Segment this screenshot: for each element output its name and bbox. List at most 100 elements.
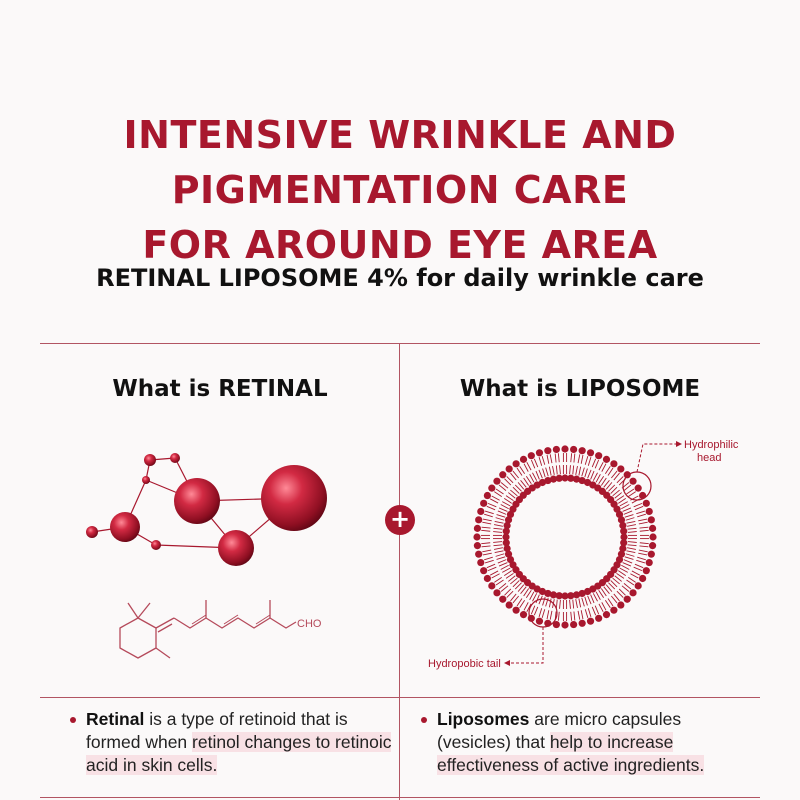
lipid-tail [633,502,643,508]
lipid-head [634,582,642,590]
lipid-tail [514,484,522,492]
lipid-tail [503,570,512,577]
lipid-tail [605,584,613,592]
atom-spheres [86,453,327,566]
lipid-tail [600,477,607,486]
lipid-heads [473,445,657,629]
lipid-head [473,524,482,532]
lipid-head [648,542,657,550]
lipid-tail [516,598,523,607]
lipid-tail [634,563,644,569]
lipid-tail [494,491,503,498]
lipid-tail [616,572,625,579]
lipid-tail [484,513,493,518]
atom-1 [86,526,98,538]
lipid-tail [503,497,512,504]
lipid-head [555,474,563,482]
atom-9 [261,465,327,531]
lipid-tail [577,610,581,620]
lipid-tail [526,603,532,613]
lipid-tail [592,593,598,602]
lipid-tail [502,567,511,573]
lipid-tail [508,492,516,499]
lipid-head [493,477,501,485]
lipid-tail [500,482,509,489]
lipid-tail [495,579,504,586]
lipid-head [645,558,653,567]
lipid-tail [504,478,512,486]
lipid-tail [514,582,522,590]
lipid-tail [626,550,636,554]
lipid-tail [486,563,496,569]
lipid-tail [578,598,582,608]
lipid-tail [545,597,549,607]
lipid-tail [484,510,494,515]
lipid-head [595,614,603,622]
bullet-icon [421,717,427,723]
lipid-tail [607,467,614,476]
lipid-head [544,476,552,485]
lipid-head [512,460,520,468]
lipid-head [578,589,586,598]
lipid-head [634,484,642,492]
lipid-tail [549,610,553,620]
lipid-tails [481,453,649,621]
lipid-head [561,445,569,453]
lipid-head [475,516,483,524]
retinal-description: Retinal is a type of retinoid that is fo… [70,708,406,777]
lipid-tail [575,465,578,475]
lipid-tail [487,502,497,508]
lipid-tail [627,576,636,583]
lipid-tail [489,570,499,576]
liposome-desc-text: are micro capsules (vesicles) that [437,709,682,752]
lipid-tail [619,501,628,507]
lipid-head [473,533,481,541]
lipid-head [642,567,650,575]
lipid-tail [638,521,648,525]
lipid-tail [493,527,503,530]
divider-middle [40,697,760,698]
lipid-tail [614,492,622,499]
lipid-tail [621,504,630,510]
lipid-tail [504,588,512,596]
lipid-tail [626,579,635,586]
lipid-tail [594,459,600,469]
lipid-tail [538,456,543,466]
lipid-tail [529,474,535,483]
lipid-tail [627,527,637,530]
lipid-tail [484,556,493,561]
headline-line-1: INTENSIVE WRINKLE AND [123,113,677,157]
lipid-tail [523,602,529,611]
lipid-tail [519,599,526,608]
lipid-tail [512,486,520,494]
lipid-tail [486,505,496,511]
lipid-head [623,471,631,479]
lipid-head [499,471,507,479]
lipid-tail [500,564,509,570]
lipid-tail [623,510,633,515]
lipid-tail [594,605,600,615]
lipid-tail [548,598,552,608]
lipid-tail [557,453,560,463]
lipid-tail [482,521,492,525]
lipid-tail [610,595,618,604]
lipid-head [639,574,647,583]
lipid-tail [631,570,641,576]
lipid-tail [639,526,649,529]
lipid-tail [535,470,540,480]
headline-line-2: PIGMENTATION CARE [171,168,629,212]
lipid-tail [497,510,507,515]
lipid-head [503,544,511,553]
lipid-head [477,507,485,516]
lipid-tail [638,518,648,522]
lipid-tail [591,606,597,616]
lipid-tail [627,491,636,498]
lipid-tail [493,524,503,527]
lipid-tail [482,518,492,522]
lipid-head [488,582,496,590]
lipid-tail [624,514,634,518]
lipid-tail [542,468,546,478]
lipid-tail [510,593,517,602]
lipid-tail [557,611,560,621]
lipid-head [477,558,485,567]
